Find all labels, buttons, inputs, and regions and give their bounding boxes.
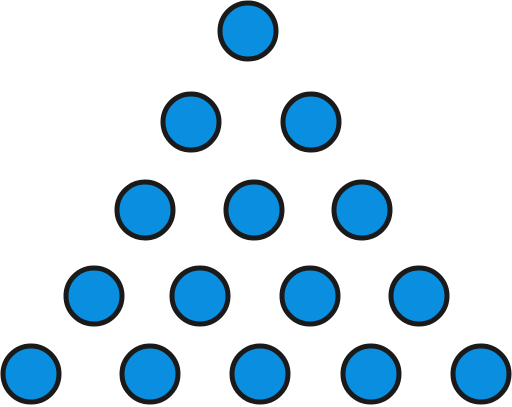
- dot-row4-3: [279, 265, 341, 327]
- dot-row4-1: [63, 265, 125, 327]
- dot-row4-2: [169, 265, 231, 327]
- dot-row5-1: [0, 343, 62, 405]
- dot-row1-1: [217, 0, 279, 62]
- dot-row2-2: [280, 91, 342, 153]
- dot-row3-1: [114, 179, 176, 241]
- dot-row3-2: [223, 179, 285, 241]
- dot-row5-5: [450, 343, 512, 405]
- dot-row2-1: [160, 91, 222, 153]
- dot-row3-3: [331, 179, 393, 241]
- dot-row5-2: [119, 343, 181, 405]
- dot-row5-4: [340, 343, 402, 405]
- dot-row4-4: [388, 265, 450, 327]
- dot-row5-3: [229, 343, 291, 405]
